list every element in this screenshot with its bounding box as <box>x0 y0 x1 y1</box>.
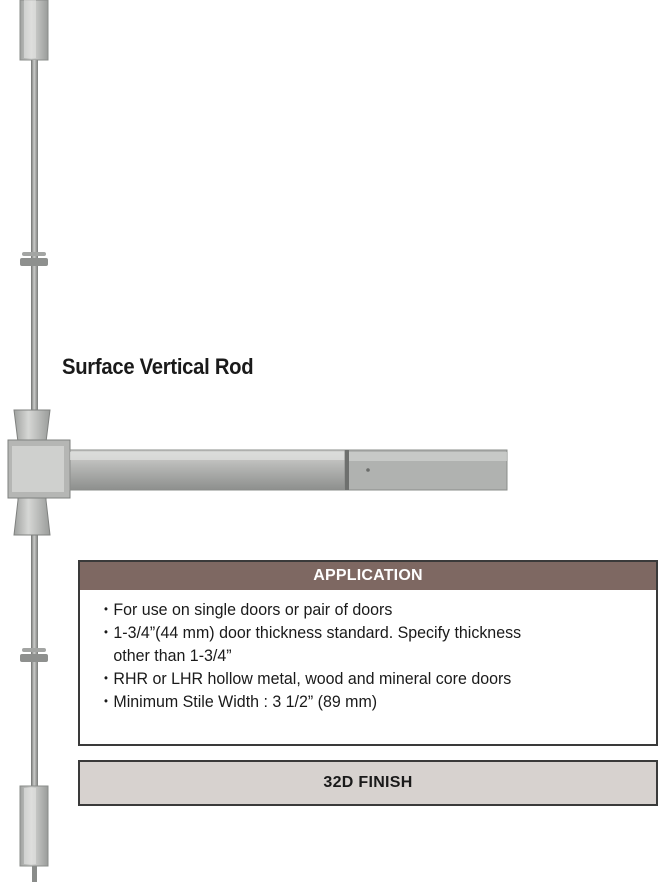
application-box: APPLICATION For use on single doors or p… <box>78 560 658 746</box>
application-list: For use on single doors or pair of doors… <box>80 590 656 713</box>
application-header: APPLICATION <box>80 562 656 590</box>
list-item: Minimum Stile Width : 3 1/2” (89 mm) <box>104 690 623 713</box>
page-title: Surface Vertical Rod <box>62 354 254 379</box>
rod-guide-upper <box>20 258 48 266</box>
list-item: 1-3/4”(44 mm) door thickness standard. S… <box>104 621 623 644</box>
finish-box: 32D FINISH <box>78 760 658 806</box>
list-item: RHR or LHR hollow metal, wood and minera… <box>104 667 623 690</box>
list-item: For use on single doors or pair of doors <box>104 598 623 621</box>
rod-guide-lower <box>20 654 48 662</box>
list-item-continuation: other than 1-3/4” <box>113 646 232 665</box>
